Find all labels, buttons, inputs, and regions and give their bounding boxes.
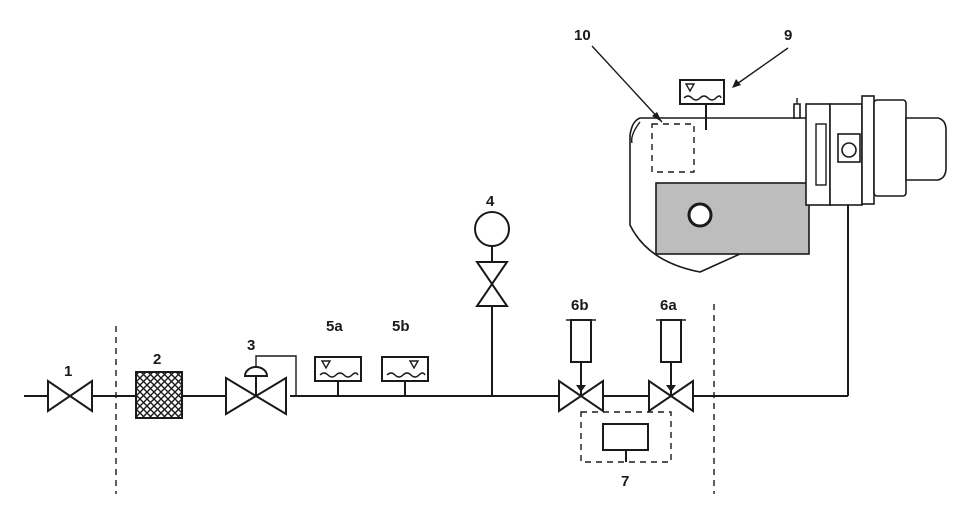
solenoid-valve-6a	[648, 319, 694, 413]
pressure-switch-5b	[381, 356, 429, 396]
gas-filter	[135, 371, 183, 419]
inspection-port	[687, 202, 713, 228]
pressure-switch-5a	[314, 356, 362, 396]
burner-assembly	[629, 95, 947, 273]
label-4: 4	[486, 193, 495, 210]
label-9: 9	[784, 27, 792, 44]
leader-line-10	[591, 45, 663, 123]
label-1: 1	[64, 363, 72, 380]
leader-line-9	[733, 47, 789, 87]
label-5b: 5b	[392, 318, 410, 335]
label-7: 7	[621, 473, 629, 490]
solenoid-valve-6b	[558, 319, 604, 413]
pressure-regulator	[225, 355, 297, 416]
control-box-dashed	[651, 123, 695, 173]
label-2: 2	[153, 351, 161, 368]
manual-shutoff-valve	[47, 379, 93, 413]
label-5a: 5a	[326, 318, 343, 335]
label-6b: 6b	[571, 297, 589, 314]
label-10: 10	[574, 27, 591, 44]
air-pressure-switch-9	[679, 79, 725, 130]
label-3: 3	[247, 337, 255, 354]
valve-leak-tester	[580, 411, 672, 463]
label-6a: 6a	[660, 297, 677, 314]
pressure-gauge-with-valve	[474, 211, 510, 396]
